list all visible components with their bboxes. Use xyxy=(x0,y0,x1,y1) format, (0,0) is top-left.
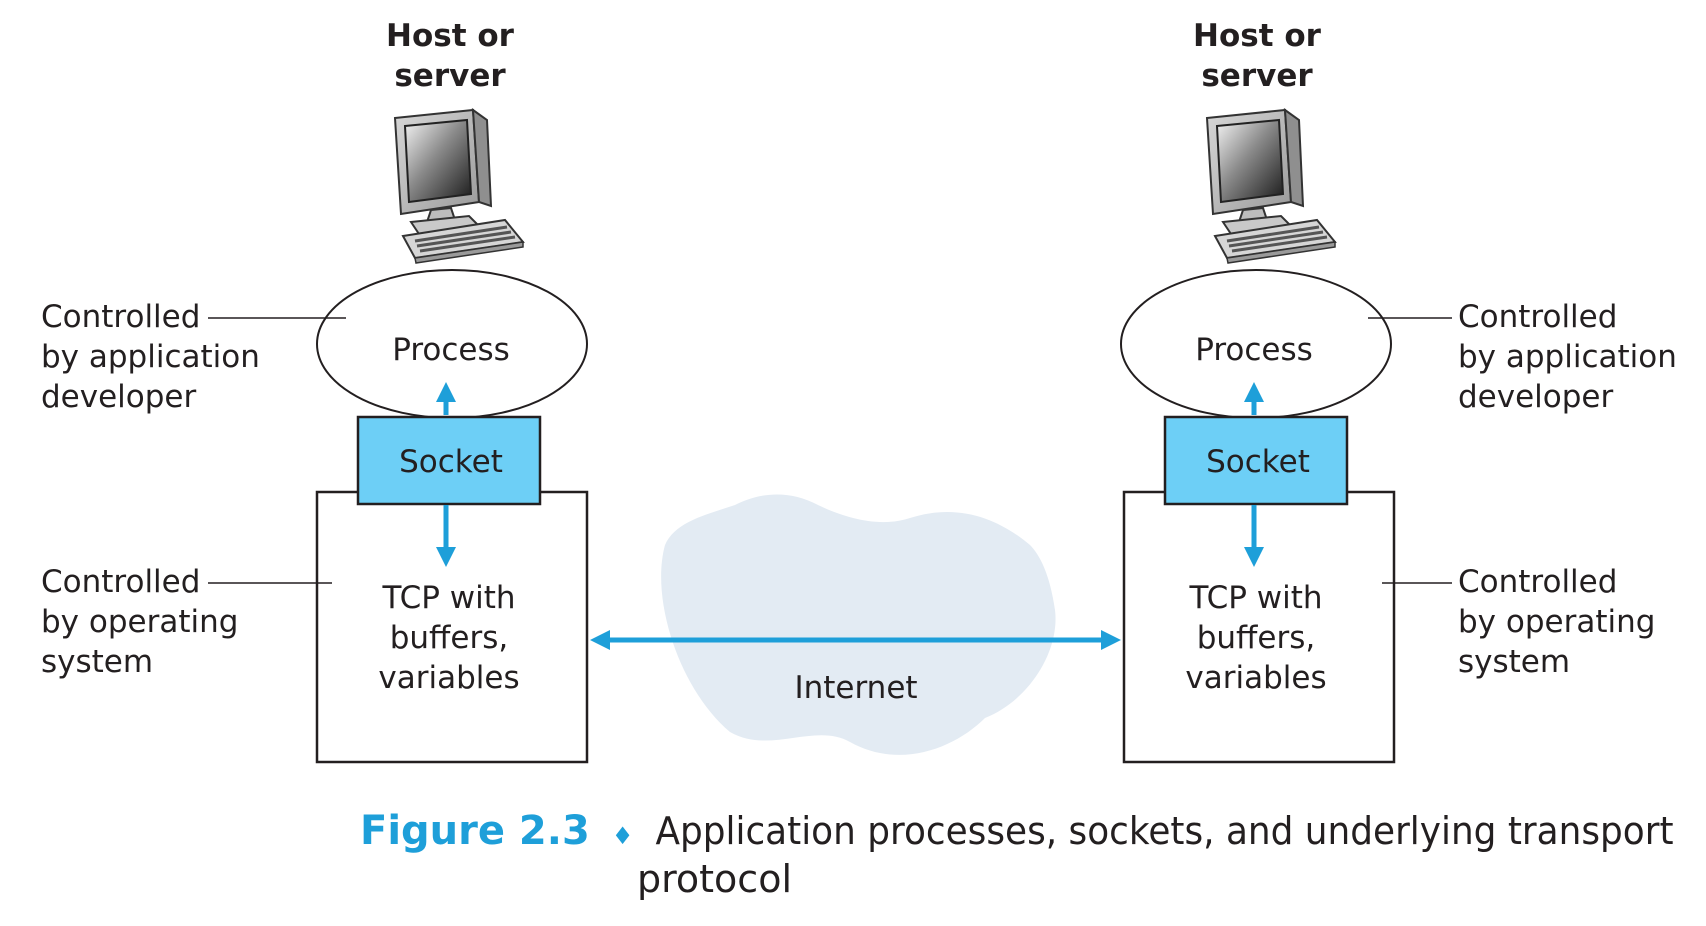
socket-box xyxy=(1163,415,1349,506)
app-note-line-3: developer xyxy=(41,379,196,415)
host-right: Host or server Process Socket TCP with b… xyxy=(1120,18,1677,764)
host-title-line-1: Host or xyxy=(1193,18,1322,54)
app-note-line-1: Controlled xyxy=(41,299,200,335)
tcp-label-line-3: variables xyxy=(378,660,519,696)
socket-label: Socket xyxy=(399,444,503,480)
caption-line-1: Figure 2.3 ♦ Application processes, sock… xyxy=(360,808,1674,854)
computer-icon xyxy=(1205,108,1337,265)
app-note-line-3: developer xyxy=(1458,379,1613,415)
internet-label: Internet xyxy=(794,670,917,706)
os-note-line-1: Controlled xyxy=(1458,564,1617,600)
tcp-label-line-2: buffers, xyxy=(390,620,509,656)
figure-number: Figure 2.3 xyxy=(360,808,590,854)
host-left: Host or server Process Socket TCP with b… xyxy=(41,18,589,764)
app-note-line-1: Controlled xyxy=(1458,299,1617,335)
os-note-line-2: by operating xyxy=(1458,604,1655,640)
caption-text-line-1: Application processes, sockets, and unde… xyxy=(656,809,1674,853)
tcp-label-line-1: TCP with xyxy=(1188,580,1322,616)
tcp-box xyxy=(315,490,589,764)
socket-box xyxy=(356,415,542,506)
tcp-label-line-2: buffers, xyxy=(1197,620,1316,656)
caption-text-line-2: protocol xyxy=(637,857,792,901)
process-label: Process xyxy=(1195,332,1313,368)
socket-label: Socket xyxy=(1206,444,1310,480)
host-title-line-2: server xyxy=(394,58,506,94)
app-note-line-2: by application xyxy=(41,339,260,375)
caption-separator: ♦ xyxy=(612,822,634,850)
os-note-line-3: system xyxy=(1458,644,1570,680)
process-label: Process xyxy=(392,332,510,368)
os-note-line-1: Controlled xyxy=(41,564,200,600)
host-title-line-1: Host or xyxy=(386,18,515,54)
computer-icon xyxy=(393,108,525,265)
internet-cloud xyxy=(661,494,1056,755)
os-note-line-2: by operating xyxy=(41,604,238,640)
tcp-label-line-1: TCP with xyxy=(381,580,515,616)
host-title-line-2: server xyxy=(1201,58,1313,94)
tcp-box xyxy=(1122,490,1396,764)
tcp-label-line-3: variables xyxy=(1185,660,1326,696)
os-note-line-3: system xyxy=(41,644,153,680)
app-note-line-2: by application xyxy=(1458,339,1677,375)
